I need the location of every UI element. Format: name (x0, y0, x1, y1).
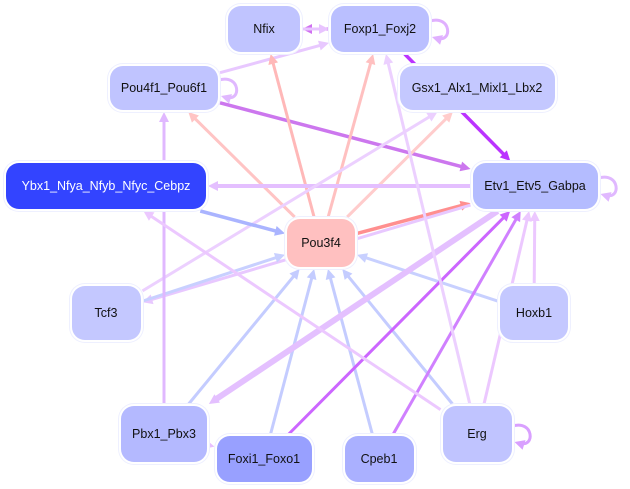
arrowhead (511, 211, 521, 223)
node-etv1[interactable]: Etv1_Etv5_Gabpa (472, 163, 598, 209)
arrowhead (600, 192, 612, 202)
node-hoxb1[interactable]: Hoxb1 (500, 286, 568, 340)
arrowhead (325, 269, 336, 280)
node-cpeb1[interactable]: Cpeb1 (344, 436, 414, 482)
edge-foxp1-to-foxp1 (429, 18, 450, 45)
node-foxp1[interactable]: Foxp1_Foxj2 (331, 6, 429, 52)
node-label: Erg (467, 427, 487, 441)
edge-pou4f1-to-etv1 (219, 101, 471, 172)
edge-etv1-to-ybx1 (208, 181, 471, 191)
arrowhead (514, 440, 526, 450)
node-label: Nfix (253, 22, 275, 36)
node-label: Cpeb1 (360, 452, 398, 466)
edge-pbx1-to-pou4f1 (159, 112, 169, 404)
arrowhead (318, 40, 329, 51)
arrowhead (319, 24, 329, 34)
edge-cpeb1-to-pou3f4 (325, 269, 374, 435)
edge-pbx1-to-pou3f4 (187, 269, 300, 405)
edge-cpeb1-to-etv1 (391, 211, 521, 435)
edge-pou3f4-to-foxp1 (326, 54, 376, 218)
arrowhead (188, 112, 199, 123)
arrowhead (499, 150, 511, 161)
arrowhead (342, 269, 353, 280)
arrowhead (383, 54, 394, 65)
arrowhead (529, 211, 540, 222)
node-label: Pou3f4 (301, 236, 341, 250)
arrowhead (274, 226, 285, 236)
edge-etv1-to-etv1 (598, 175, 618, 202)
arrowhead (442, 112, 453, 123)
node-gsx1[interactable]: Gsx1_Alx1_Mixl1_Lbx2 (399, 66, 555, 110)
edge-foxi1-to-etv1 (287, 211, 511, 436)
arrowhead (221, 94, 233, 104)
arrowhead (357, 253, 369, 263)
node-pou4f1[interactable]: Pou4f1_Pou6f1 (110, 66, 218, 110)
arrowhead (365, 54, 376, 65)
arrowhead (208, 394, 220, 404)
edge-erg-to-foxp1 (383, 54, 472, 405)
arrowhead (159, 112, 169, 122)
node-label: Pbx1_Pbx3 (132, 427, 196, 441)
node-erg[interactable]: Erg (442, 406, 512, 462)
arrowhead (459, 161, 471, 172)
node-label: Foxi1_Foxo1 (227, 452, 301, 466)
node-label: Foxp1_Foxj2 (343, 22, 417, 36)
arrowhead (306, 269, 317, 280)
edge-pou3f4-to-etv1 (356, 200, 471, 236)
node-label: Ybx1_Nfya_Nfyb_Nfyc_Cebpz (21, 179, 191, 193)
arrowhead (208, 181, 218, 191)
arrowhead (499, 211, 511, 222)
edge-ybx1-to-pou3f4 (199, 209, 285, 236)
node-label: Etv1_Etv5_Gabpa (484, 179, 586, 193)
node-tcf3[interactable]: Tcf3 (71, 286, 141, 340)
edge-foxi1-to-pou3f4 (269, 269, 317, 435)
edge-etv1-to-pbx1 (208, 208, 500, 404)
node-label: Gsx1_Alx1_Mixl1_Lbx2 (411, 81, 543, 95)
arrowhead (268, 54, 279, 65)
edge-nfix-to-foxp1 (302, 24, 329, 34)
arrowhead (522, 211, 532, 222)
arrowhead (432, 35, 444, 45)
node-label: Tcf3 (94, 306, 118, 320)
edge-pou3f4-to-pou4f1 (188, 112, 296, 219)
edge-hoxb1-to-pou3f4 (357, 253, 499, 303)
edge-hoxb1-to-etv1 (529, 211, 540, 285)
node-pou3f4[interactable]: Pou3f4 (287, 219, 355, 267)
edge-erg-to-ybx1 (143, 211, 442, 411)
node-label: Hoxb1 (515, 306, 553, 320)
node-nfix[interactable]: Nfix (228, 6, 300, 52)
node-label: Pou4f1_Pou6f1 (120, 81, 208, 95)
edge-pou3f4-to-gsx1 (346, 112, 453, 219)
node-foxi1[interactable]: Foxi1_Foxo1 (216, 436, 312, 482)
arrowhead (143, 211, 155, 221)
edge-erg-to-erg (512, 423, 532, 450)
arrowhead (426, 112, 438, 122)
edge-pou4f1-to-pou4f1 (218, 77, 239, 104)
arrowhead (273, 253, 285, 263)
node-pbx1[interactable]: Pbx1_Pbx3 (121, 406, 207, 462)
edge-tcf3-to-gsx1 (141, 112, 438, 293)
arrowhead (289, 269, 300, 280)
node-ybx1[interactable]: Ybx1_Nfya_Nfyb_Nfyc_Cebpz (6, 163, 206, 209)
